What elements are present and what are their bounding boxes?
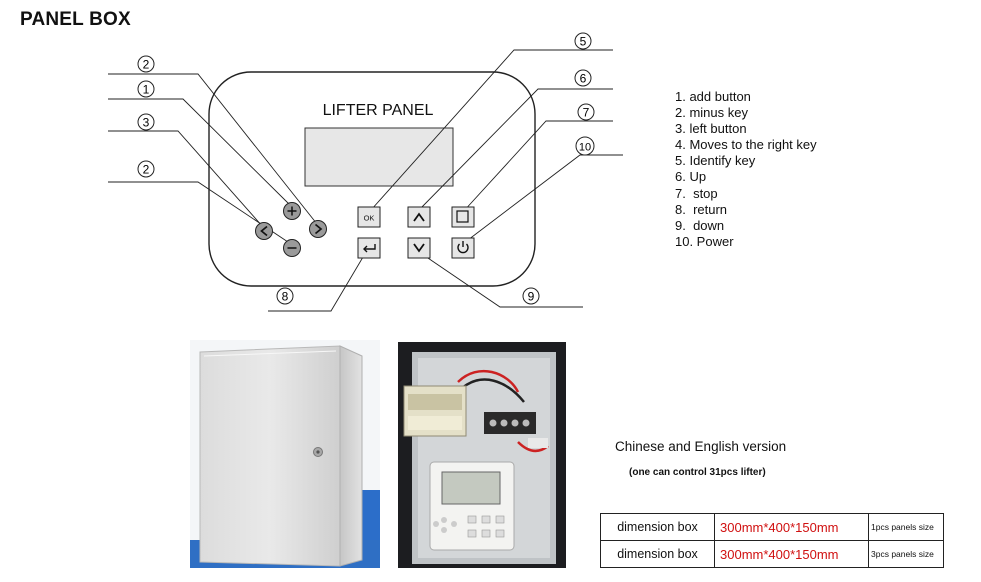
panel-title: LIFTER PANEL: [323, 102, 434, 119]
dimension-label-cell: dimension box: [600, 540, 715, 568]
callout-number: 9: [528, 290, 535, 304]
legend-item: 7. stop: [675, 185, 718, 201]
table-row: dimension box 300mm*400*150mm 1pcs panel…: [600, 513, 944, 541]
callout-circle: [522, 287, 540, 305]
callout-number: 7: [583, 106, 590, 120]
dimension-size-cell: 300mm*400*150mm: [714, 513, 869, 541]
callout-circle: [575, 136, 595, 156]
callout-circle: [574, 32, 592, 50]
callout-circle: [137, 80, 155, 98]
callout-number: 10: [579, 142, 591, 154]
callout-number: 2: [143, 163, 150, 177]
stop-square-icon: [456, 210, 469, 223]
add-button[interactable]: [283, 202, 301, 220]
key-legend: 1. add button 2. minus key 3. left butto…: [675, 89, 817, 250]
dimension-table: dimension box 300mm*400*150mm 1pcs panel…: [600, 513, 944, 568]
callout-number: 2: [143, 58, 150, 72]
callout-number: 8: [282, 290, 289, 304]
power-key[interactable]: [451, 237, 475, 259]
return-key[interactable]: [357, 237, 381, 259]
table-row: dimension box 300mm*400*150mm 3pcs panel…: [600, 540, 944, 568]
stop-key[interactable]: [451, 206, 475, 228]
panels-size-cell: 3pcs panels size: [868, 540, 944, 568]
callout-circle: [137, 55, 155, 73]
minus-button[interactable]: [283, 239, 301, 257]
down-key[interactable]: [407, 237, 431, 259]
ok-label: OK: [364, 214, 375, 223]
chevron-up-icon: [413, 212, 425, 222]
right-button[interactable]: [309, 220, 327, 238]
callout-circle: [137, 160, 155, 178]
panel-diagram: LIFTER PANEL 2 1 3 2 5 6 7 10 8 9: [108, 32, 623, 312]
controller-screen: [441, 471, 501, 505]
callout-circle: [574, 69, 592, 87]
legend-item: 1. add button: [675, 89, 751, 104]
legend-item: 2. minus key: [675, 105, 748, 121]
legend-item: 8. return: [675, 201, 728, 217]
chevron-left-icon: [260, 225, 268, 237]
identify-ok-key[interactable]: OK: [357, 206, 381, 228]
legend-item: 6. Up: [675, 169, 707, 185]
callout-circle: [137, 113, 155, 131]
up-key[interactable]: [407, 206, 431, 228]
version-label: Chinese and English version: [615, 439, 787, 454]
panels-size-cell: 1pcs panels size: [868, 513, 944, 541]
power-icon: [457, 241, 469, 254]
left-button[interactable]: [255, 222, 273, 240]
legend-item: 4. Moves to the right key: [675, 137, 817, 153]
leader-lines: [108, 49, 623, 312]
legend-item: 9. down: [675, 217, 725, 233]
page-title: PANEL BOX: [20, 9, 131, 30]
callout-markers: 2 1 3 2 5 6 7 10 8 9: [137, 32, 595, 305]
enclosure-open-photo: [398, 342, 566, 568]
return-arrow-icon: [363, 244, 376, 253]
callout-number: 6: [580, 72, 587, 86]
legend-item: 10. Power: [675, 233, 734, 249]
callout-number: 5: [580, 35, 587, 49]
capacity-note: (one can control 31pcs lifter): [629, 467, 766, 478]
chevron-right-icon: [314, 223, 323, 235]
callout-number: 1: [143, 83, 150, 97]
legend-item: 3. left button: [675, 121, 747, 137]
chevron-down-icon: [413, 243, 425, 253]
dimension-label-cell: dimension box: [600, 513, 715, 541]
enclosure-closed-photo: [190, 340, 380, 568]
plus-icon: [287, 206, 297, 216]
dimension-size-cell: 300mm*400*150mm: [714, 540, 869, 568]
callout-circle: [276, 287, 294, 305]
terminal-block: [484, 412, 536, 434]
callout-number: 3: [143, 116, 150, 130]
callout-circle: [577, 103, 595, 121]
legend-item: 5. Identify key: [675, 153, 756, 169]
panel-display: [304, 127, 454, 187]
